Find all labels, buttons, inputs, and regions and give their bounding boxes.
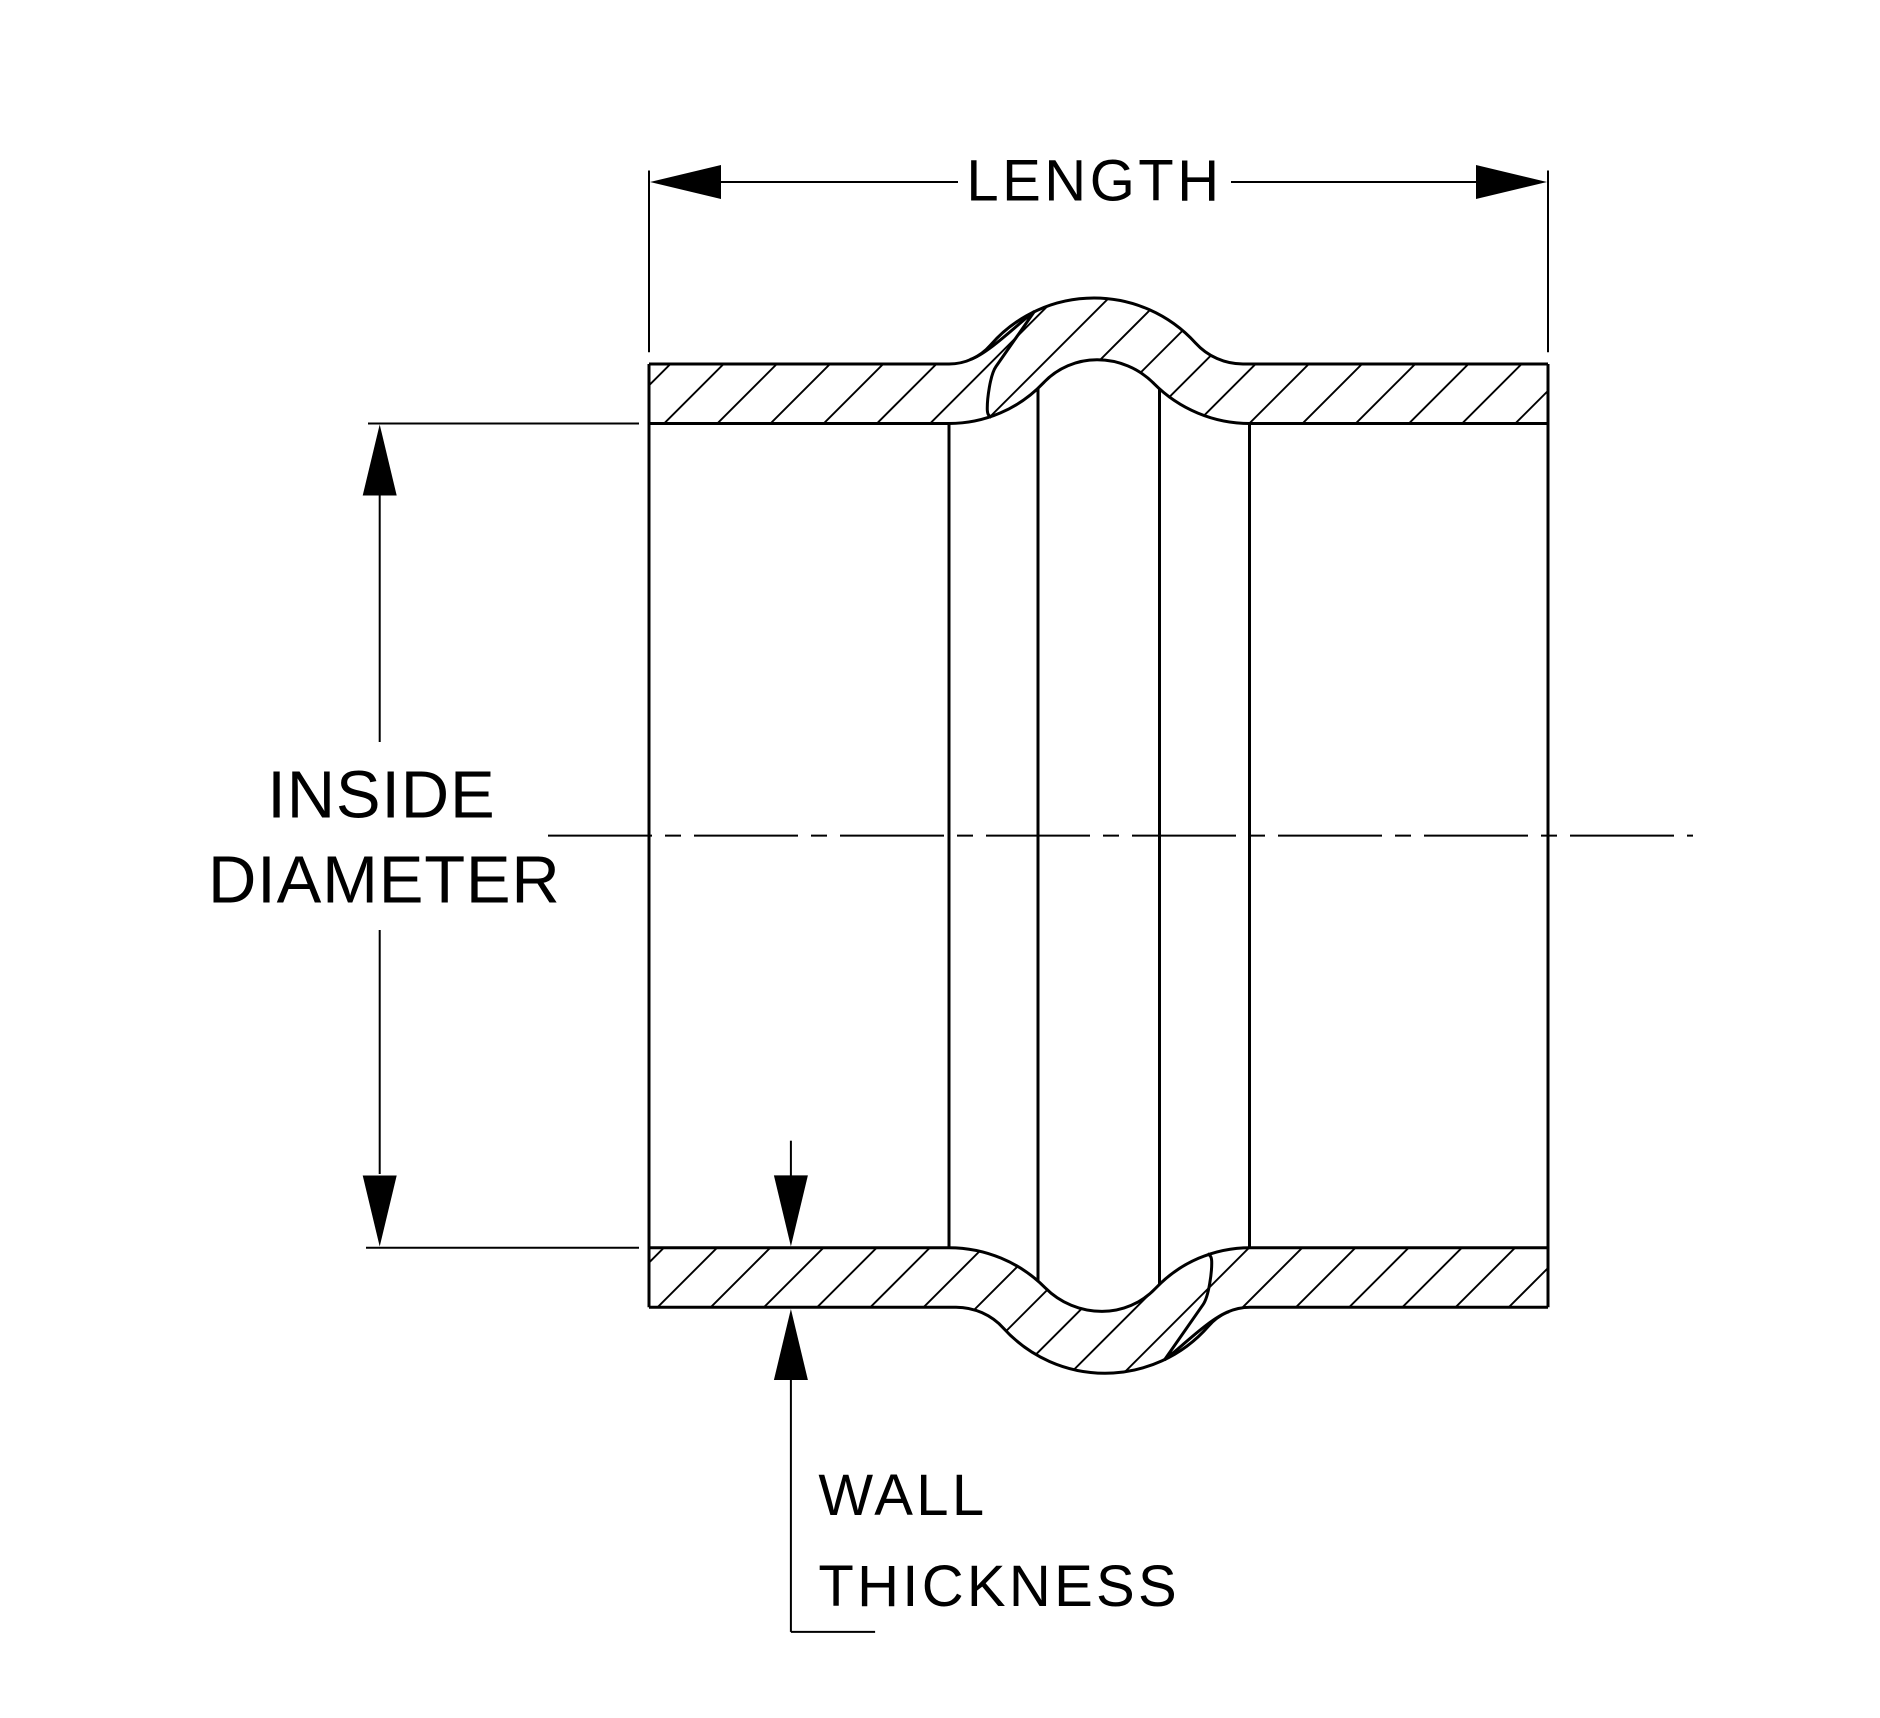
- svg-text:THICKNESS: THICKNESS: [818, 1554, 1180, 1619]
- svg-text:LENGTH: LENGTH: [966, 148, 1222, 213]
- svg-text:INSIDE: INSIDE: [267, 758, 495, 833]
- svg-text:WALL: WALL: [818, 1463, 987, 1528]
- svg-text:DIAMETER: DIAMETER: [208, 843, 561, 918]
